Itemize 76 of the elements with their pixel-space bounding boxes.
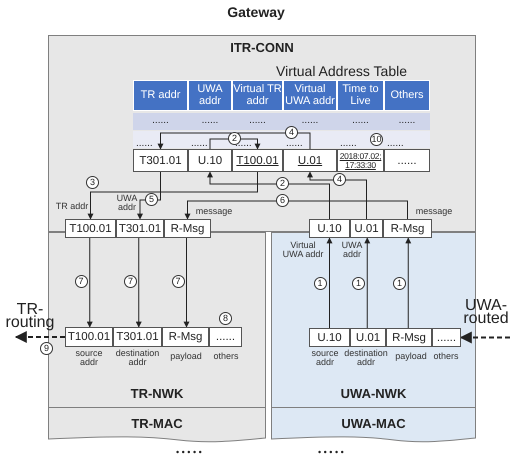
table-cell: ......	[340, 141, 357, 148]
packet-field: R-Msg	[164, 219, 211, 238]
ellipsis-mark: • • • • •	[318, 447, 344, 457]
field-name: source addr	[74, 349, 104, 367]
table-cell: ......	[286, 141, 303, 148]
arrow	[184, 200, 408, 220]
table-cell-text: ......	[300, 115, 320, 127]
diagram-title: Gateway	[226, 4, 286, 20]
field-name: destination addr	[343, 349, 389, 367]
table-cell: T301.01	[133, 149, 188, 172]
layer-title: ITR-CONN	[229, 40, 295, 55]
field-name: message	[194, 207, 234, 216]
field-name: others	[432, 352, 460, 361]
table-header-cell: Time to Live	[337, 80, 384, 111]
packet-field: T100.01	[65, 219, 116, 238]
field-name: others	[212, 352, 240, 361]
table-header-cell: TR addr	[133, 80, 188, 111]
table-cell: 2018:07.02; 17:33:30	[337, 149, 384, 172]
packet-field: U.10	[309, 328, 350, 347]
table-cell: U.01	[283, 149, 337, 172]
arrow	[136, 238, 142, 328]
arrow	[207, 171, 330, 220]
arrow	[210, 138, 260, 150]
arrow	[405, 237, 412, 328]
table-cell-text: ......	[248, 115, 267, 127]
packet-field: U.10	[309, 219, 350, 238]
packet-field: T301.01	[116, 219, 164, 238]
arrow	[158, 132, 310, 150]
layer-title: TR-MAC	[130, 416, 184, 431]
arrow	[88, 172, 258, 220]
field-name: destination addr	[114, 349, 160, 367]
layer-title: UWA-MAC	[340, 416, 407, 431]
field-name: UWA addr	[116, 194, 138, 212]
layer-title: TR-NWK	[130, 386, 184, 401]
table-cell-text: ......	[351, 115, 370, 127]
table-cell: ......	[136, 141, 153, 148]
table-header-cell: Virtual TR addr	[232, 80, 283, 111]
table-cell-text: ......	[200, 115, 220, 127]
arrow	[184, 238, 190, 328]
packet-field: U.01	[350, 328, 386, 347]
arrow	[14, 331, 65, 343]
arrow	[460, 332, 510, 344]
field-name: source addr	[310, 349, 340, 367]
packet-field: T301.01	[113, 327, 162, 347]
packet-field: R-Msg	[383, 219, 432, 238]
table-cell: ......	[191, 141, 208, 148]
layer-title: UWA-NWK	[340, 386, 408, 401]
table-title: Virtual Address Table	[276, 63, 408, 79]
table-cell: T100.01	[232, 149, 283, 172]
packet-field: R-Msg	[162, 327, 209, 347]
packet-field: T100.01	[65, 327, 113, 347]
table-cell-text: ......	[398, 115, 416, 127]
table-cell: U.10	[188, 149, 232, 172]
table-cell-text: ......	[151, 115, 170, 127]
packet-field: ......	[209, 327, 242, 347]
arrow	[86, 238, 93, 328]
arrow	[307, 171, 367, 220]
field-name: payload	[169, 352, 203, 361]
packet-field: U.01	[350, 219, 383, 238]
arrow	[137, 172, 161, 220]
field-name: message	[414, 207, 454, 216]
field-name: TR addr	[54, 202, 90, 211]
field-name: payload	[394, 352, 428, 361]
packet-field: ......	[432, 328, 461, 347]
field-name: Virtual UWA addr	[282, 241, 324, 259]
table-header-cell: UWA addr	[188, 80, 232, 111]
step-number: 9	[40, 342, 53, 355]
arrow	[364, 237, 370, 328]
table-cell: ......	[387, 141, 404, 148]
field-name: UWA addr	[340, 241, 364, 259]
packet-field: R-Msg	[386, 328, 432, 347]
ellipsis-mark: • • • • •	[176, 447, 202, 457]
table-cell: ......	[384, 149, 430, 172]
arrow	[326, 237, 332, 328]
table-header-cell: Others	[384, 80, 430, 111]
table-header-cell: Virtual UWA addr	[283, 80, 337, 111]
